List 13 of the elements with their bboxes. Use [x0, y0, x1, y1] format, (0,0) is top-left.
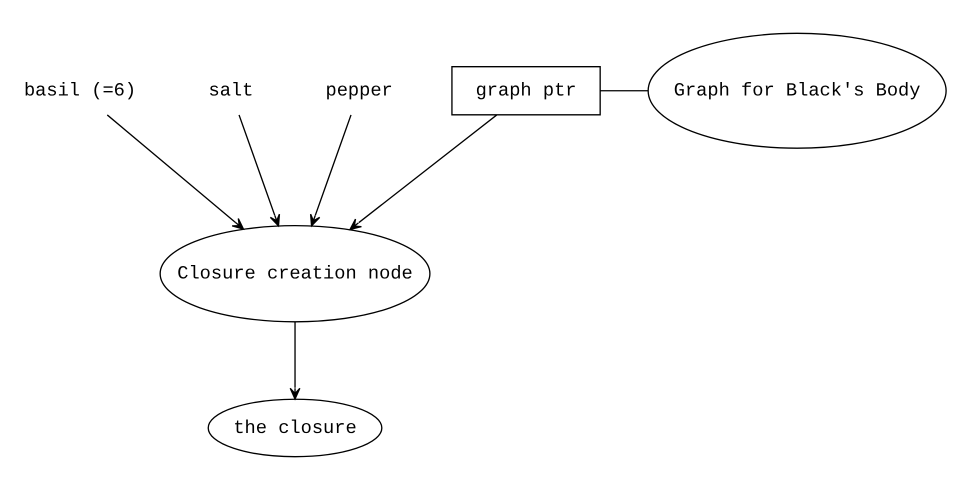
arrow: [310, 114, 352, 226]
node-ellipse: Closure creation node: [159, 224, 431, 322]
connector: [600, 90, 648, 92]
node-ellipse: the closure: [208, 398, 382, 458]
node-text: basil (=6): [24, 80, 136, 102]
arrow: [349, 114, 498, 230]
node-ellipse: Graph for Black's Body: [648, 32, 947, 149]
arrow: [106, 114, 244, 230]
arrow: [290, 322, 300, 400]
node-text: salt: [208, 80, 254, 102]
node-text: pepper: [325, 80, 393, 102]
node-box: graph ptr: [451, 66, 601, 116]
arrow: [238, 114, 280, 226]
